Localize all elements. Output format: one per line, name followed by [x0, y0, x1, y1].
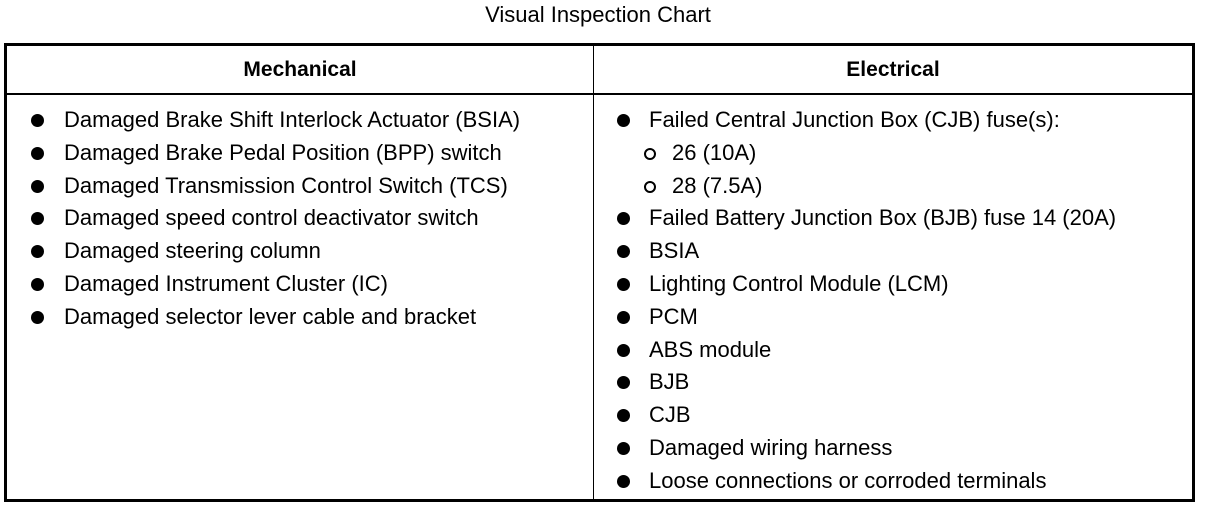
- bullet-icon: [617, 409, 630, 423]
- sub-list-item-text: 26 (10A): [672, 139, 757, 165]
- list-item-text: Damaged steering column: [64, 238, 321, 264]
- bullet-icon: [617, 474, 630, 488]
- bullet-icon: [617, 376, 630, 390]
- list-item-text: Damaged speed control deactivator switch: [64, 205, 479, 231]
- list-item-text: Damaged wiring harness: [649, 434, 893, 460]
- list-item-text: Damaged Instrument Cluster (IC): [64, 270, 388, 296]
- sub-list-item: 26 (10A): [594, 137, 1192, 170]
- table-row: Damaged Brake Shift Interlock Actuator (…: [5, 93, 1194, 501]
- list-item-text: Loose connections or corroded terminals: [649, 467, 1047, 493]
- list-item: Damaged Instrument Cluster (IC): [7, 268, 593, 301]
- electrical-list: Failed Central Junction Box (CJB) fuse(s…: [594, 104, 1192, 498]
- list-item: Damaged steering column: [7, 235, 593, 268]
- list-item-text: Failed Central Junction Box (CJB) fuse(s…: [649, 107, 1060, 132]
- list-item: Damaged speed control deactivator switch: [7, 202, 593, 235]
- electrical-cell: Failed Central Junction Box (CJB) fuse(s…: [593, 93, 1194, 501]
- list-item: ABS module: [594, 334, 1192, 367]
- list-item: CJB: [594, 399, 1192, 432]
- bullet-icon: [617, 441, 630, 455]
- inspection-table: Mechanical Electrical Damaged Brake Shif…: [4, 43, 1195, 502]
- list-item: Damaged Brake Pedal Position (BPP) switc…: [7, 137, 593, 170]
- table-header-row: Mechanical Electrical: [5, 44, 1194, 95]
- list-item-text: ABS module: [649, 336, 772, 362]
- bullet-icon: [617, 277, 630, 291]
- list-item: Loose connections or corroded terminals: [594, 465, 1192, 498]
- bullet-icon: [31, 179, 44, 193]
- list-item-text: Damaged Brake Pedal Position (BPP) switc…: [64, 139, 502, 165]
- bullet-icon: [31, 277, 44, 291]
- list-item: BSIA: [594, 235, 1192, 268]
- circle-bullet-icon: [644, 180, 656, 193]
- list-item: Lighting Control Module (LCM): [594, 268, 1192, 301]
- list-item-text: CJB: [649, 402, 691, 428]
- column-header-mechanical: Mechanical: [5, 44, 594, 95]
- list-item: Failed Central Junction Box (CJB) fuse(s…: [594, 104, 1192, 137]
- list-item: Damaged wiring harness: [594, 432, 1192, 465]
- bullet-icon: [31, 212, 44, 226]
- column-header-electrical: Electrical: [593, 44, 1194, 95]
- list-item: Damaged Brake Shift Interlock Actuator (…: [7, 104, 593, 137]
- list-item-text: Damaged Transmission Control Switch (TCS…: [64, 172, 508, 198]
- bullet-icon: [617, 245, 630, 259]
- list-item: Damaged selector lever cable and bracket: [7, 301, 593, 334]
- sub-list-wrapper: 26 (10A) 28 (7.5A): [594, 137, 1192, 203]
- bullet-icon: [31, 146, 44, 160]
- list-item-text: Damaged Brake Shift Interlock Actuator (…: [64, 107, 521, 132]
- list-item-text: Failed Battery Junction Box (BJB) fuse 1…: [649, 205, 1117, 231]
- sub-list-item: 28 (7.5A): [594, 170, 1192, 203]
- list-item-text: BSIA: [649, 238, 700, 264]
- circle-bullet-icon: [644, 147, 656, 160]
- list-item-text: Damaged selector lever cable and bracket: [64, 303, 477, 329]
- bullet-icon: [617, 310, 630, 324]
- bullet-icon: [617, 212, 630, 226]
- list-item: Damaged Transmission Control Switch (TCS…: [7, 170, 593, 203]
- mechanical-cell: Damaged Brake Shift Interlock Actuator (…: [5, 93, 594, 501]
- list-item: BJB: [594, 366, 1192, 399]
- bullet-icon: [31, 114, 44, 127]
- bullet-icon: [31, 310, 44, 324]
- list-item-text: Lighting Control Module (LCM): [649, 270, 949, 296]
- bullet-icon: [31, 245, 44, 259]
- bullet-icon: [617, 114, 630, 127]
- list-item-text: PCM: [649, 303, 698, 329]
- list-item-text: BJB: [649, 369, 690, 395]
- fuse-sub-list: 26 (10A) 28 (7.5A): [594, 137, 1192, 203]
- list-item: Failed Battery Junction Box (BJB) fuse 1…: [594, 202, 1192, 235]
- list-item: PCM: [594, 301, 1192, 334]
- chart-title: Visual Inspection Chart: [485, 2, 711, 27]
- sub-list-item-text: 28 (7.5A): [672, 172, 763, 198]
- mechanical-list: Damaged Brake Shift Interlock Actuator (…: [7, 104, 593, 334]
- bullet-icon: [617, 343, 630, 357]
